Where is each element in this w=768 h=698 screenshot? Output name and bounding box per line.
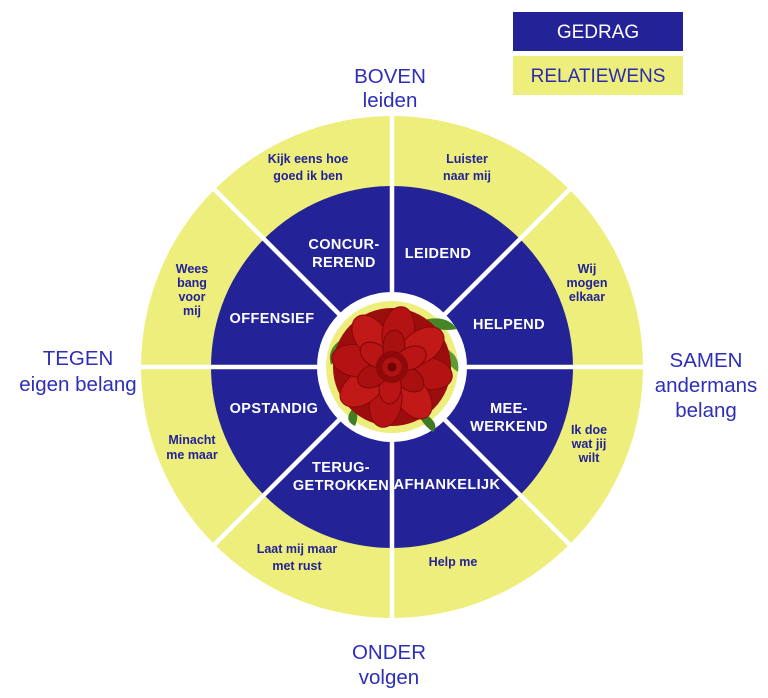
behavior-leidend: LEIDEND [405, 246, 471, 262]
wish-laat-line1: Laat mij maar [257, 542, 338, 556]
wish-minacht-line2: me maar [166, 448, 218, 462]
behavior-concurrerend-line1: CONCUR- [308, 237, 379, 253]
behavior-meewerkend-line1: MEE- [490, 401, 528, 417]
behavior-offensief: OFFENSIEF [230, 311, 315, 327]
behavior-teruggetrokken-line1: TERUG- [312, 460, 370, 476]
axis-labels: BOVEN leiden SAMEN andermans belang ONDE… [19, 65, 757, 689]
behavior-teruggetrokken-line2: GETROKKEN [293, 478, 389, 494]
wish-kijk-line2: goed ik ben [273, 169, 342, 183]
wish-wij-line1: Wij [578, 262, 597, 276]
sector-divider-line-bottomright [441, 416, 572, 547]
wish-wij-line2: mogen [567, 276, 608, 290]
behavior-concurrerend-line2: REREND [312, 255, 376, 271]
wish-ikdoe-line2: wat jij [571, 437, 607, 451]
wish-help: Help me [429, 555, 478, 569]
sector-divider-line-topright [441, 187, 572, 318]
wish-wees-line4: mij [183, 304, 201, 318]
wish-wees-line1: Wees [176, 262, 208, 276]
wish-luister-line2: naar mij [443, 169, 491, 183]
behavior-afhankelijk: AFHANKELIJK [394, 477, 501, 493]
sector-divider-line-topleft [212, 187, 343, 318]
behavior-helpend: HELPEND [473, 317, 545, 333]
wish-wees-line3: voor [178, 290, 205, 304]
wish-wij-line3: elkaar [569, 290, 605, 304]
sector-dividers [141, 116, 643, 618]
wish-kijk-line1: Kijk eens hoe [268, 152, 349, 166]
rose-core [387, 362, 397, 372]
behavior-opstandig: OPSTANDIG [230, 401, 319, 417]
axis-top-line1: BOVEN [354, 65, 426, 88]
wish-minacht-line1: Minacht [168, 433, 216, 447]
wish-labels: Kijk eens hoe goed ik ben Luister naar m… [166, 152, 607, 573]
axis-left-line2: eigen belang [19, 373, 136, 396]
wish-wees-line2: bang [177, 276, 207, 290]
wish-ikdoe-line3: wilt [578, 451, 601, 465]
axis-bottom-line2: volgen [359, 666, 419, 689]
axis-right-line3: belang [675, 399, 737, 422]
sector-divider-line-bottomleft [212, 416, 343, 547]
wish-luister-line1: Luister [446, 152, 488, 166]
behavior-labels: CONCUR- REREND LEIDEND HELPEND MEE- WERK… [230, 237, 548, 494]
axis-right-line1: SAMEN [670, 349, 743, 372]
legend-relatiewens-label: RELATIEWENS [531, 66, 666, 87]
wish-ikdoe-line1: Ik doe [571, 423, 607, 437]
axis-bottom-line1: ONDER [352, 641, 426, 664]
legend-gedrag-box [513, 12, 683, 51]
legend-gedrag-label: GEDRAG [557, 22, 639, 43]
behavior-meewerkend-line2: WERKEND [470, 419, 548, 435]
axis-top-line2: leiden [363, 89, 418, 112]
legend-relatiewens-box [513, 56, 683, 95]
wish-laat-line2: met rust [272, 559, 322, 573]
rose-image [329, 306, 459, 432]
axis-right-line2: andermans [655, 374, 758, 397]
axis-left-line1: TEGEN [43, 347, 114, 370]
